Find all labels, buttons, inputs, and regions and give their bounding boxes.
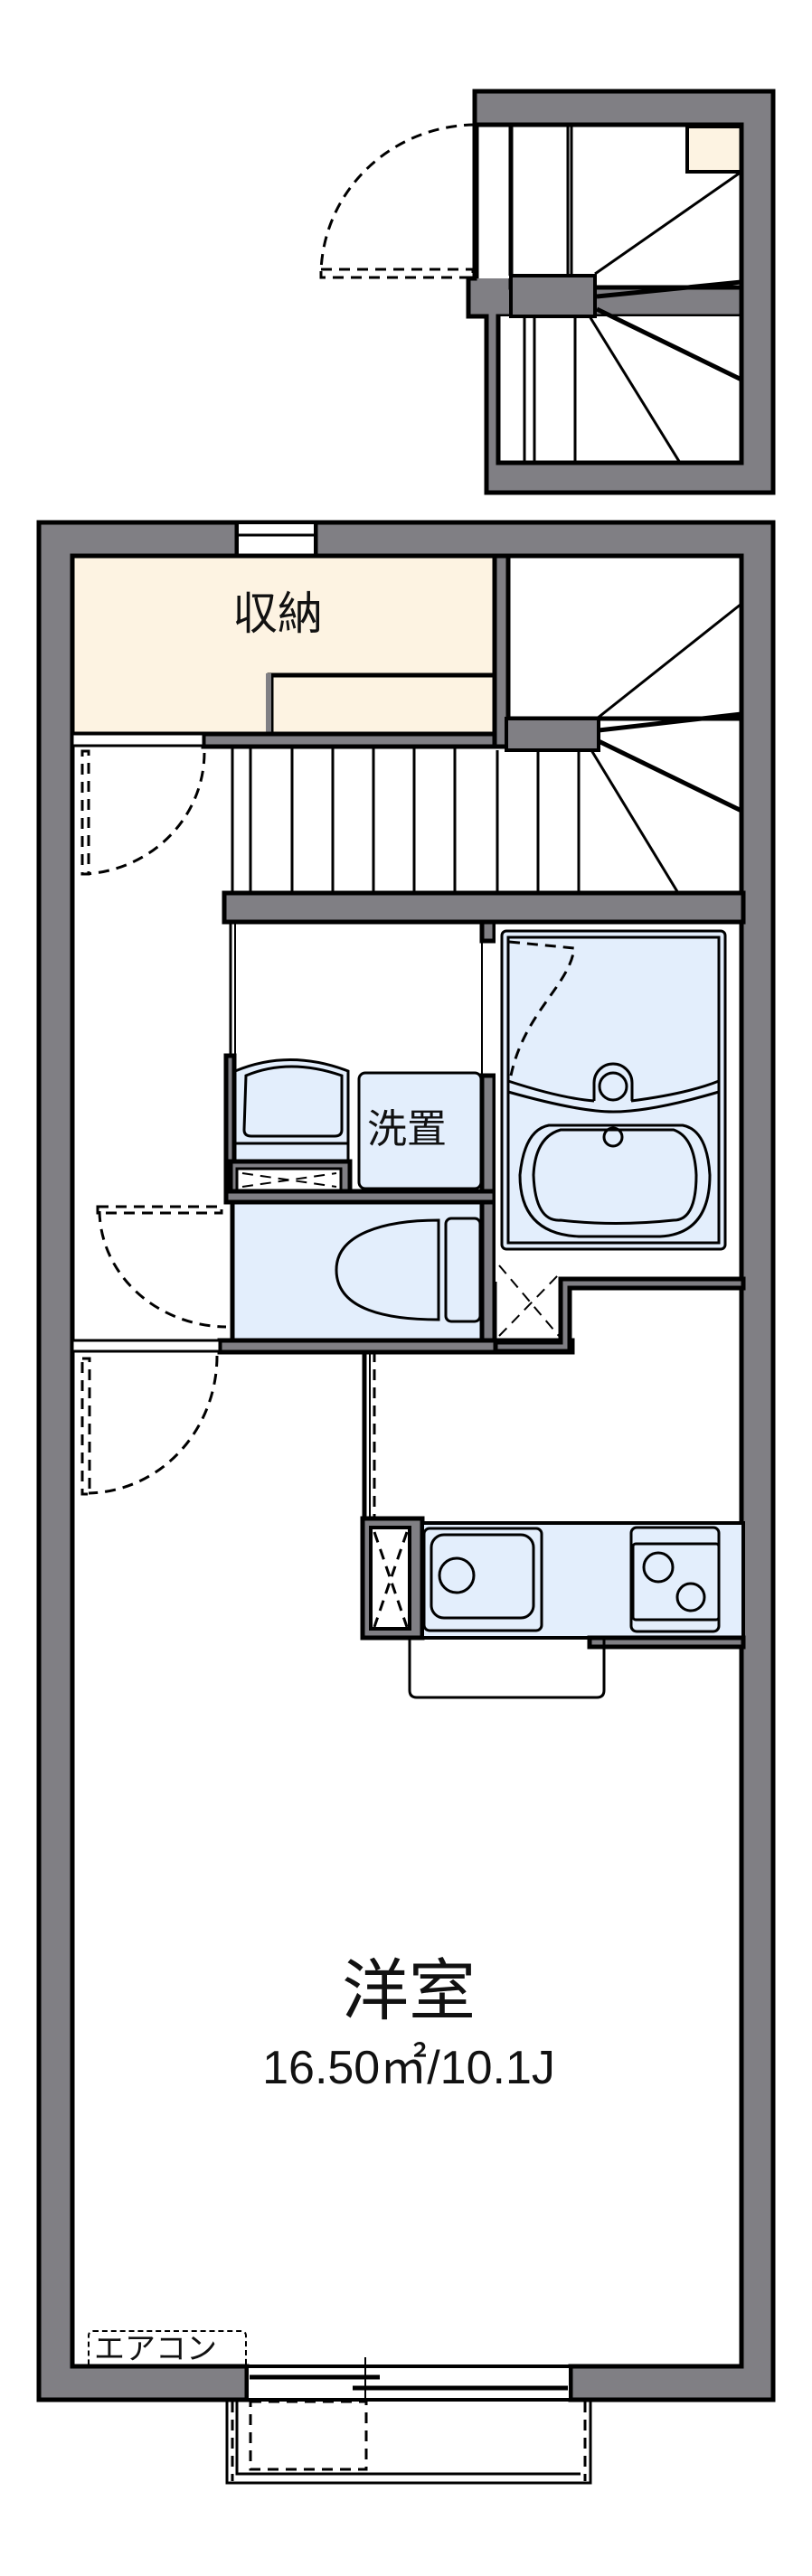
balcony-window bbox=[245, 2357, 572, 2402]
upper-stair-block bbox=[319, 89, 776, 495]
kitchen-sink bbox=[422, 1527, 543, 1632]
toilet-room bbox=[96, 1189, 575, 1355]
stove bbox=[629, 1526, 721, 1633]
upper-door-swing bbox=[319, 123, 476, 279]
storage-door-swing bbox=[80, 749, 206, 876]
main-stairs bbox=[231, 602, 743, 894]
air-conditioner-label: エアコン bbox=[94, 2331, 217, 2367]
main-walls bbox=[36, 520, 776, 2402]
balcony bbox=[225, 2400, 592, 2485]
kitchen bbox=[360, 1516, 746, 1699]
air-conditioner-box bbox=[88, 2330, 247, 2368]
washroom bbox=[223, 919, 497, 1345]
storage-room bbox=[70, 553, 497, 737]
bathroom bbox=[493, 919, 746, 1354]
storage-label: 収納 bbox=[232, 588, 323, 640]
washer-space-label: 洗置 bbox=[367, 1106, 447, 1152]
western-room-area: 16.50㎡/10.1J bbox=[262, 2042, 555, 2094]
toilet-fixture bbox=[335, 1217, 482, 1323]
vanity-sink bbox=[233, 1058, 350, 1163]
entry-door-swing bbox=[71, 1339, 222, 1496]
western-room-label: 洋室 bbox=[342, 1952, 476, 2030]
